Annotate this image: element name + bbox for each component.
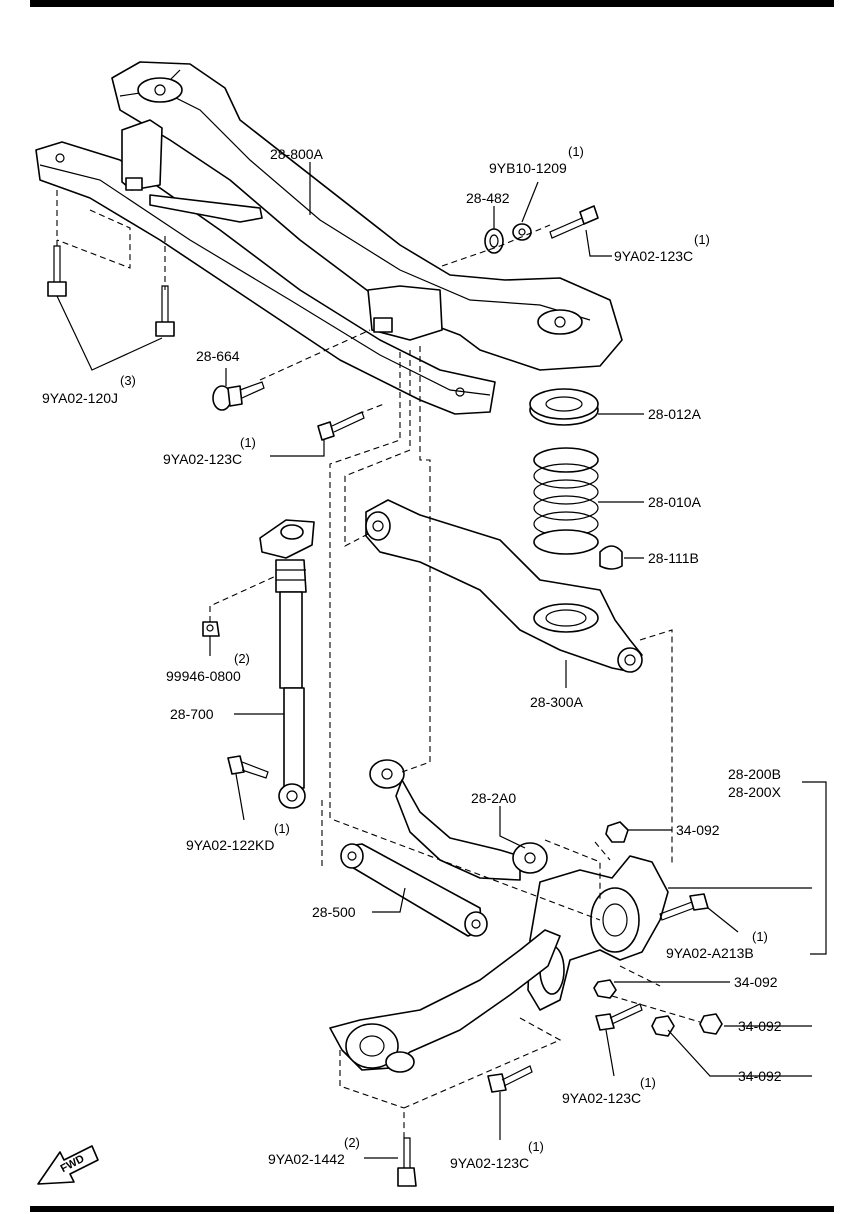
label-coil-spring: 28-010A — [648, 494, 701, 510]
bottom-border — [30, 1206, 834, 1212]
label-nut-34092-b: 34-092 — [734, 974, 778, 990]
label-bump-stop: 28-111B — [648, 550, 699, 566]
label-nut-34092-c: 34-092 — [738, 1018, 782, 1034]
qty-nut-top: (1) — [568, 144, 584, 159]
washer — [484, 228, 504, 254]
label-bolt-bottom-left: 9YA02-1442 — [268, 1151, 345, 1167]
label-shock-nut: 99946-0800 — [166, 668, 241, 684]
label-bolt-mid: 9YA02-123C — [163, 451, 243, 467]
qty-bolt-top-right: (1) — [694, 232, 710, 247]
leader-lines — [56, 162, 827, 1159]
fwd-arrow-icon — [37, 1145, 99, 1185]
coil-spring — [533, 447, 599, 555]
shock-absorber — [259, 519, 315, 809]
bump-stop — [599, 545, 623, 570]
label-lower-arm: 28-300A — [530, 694, 583, 710]
label-nut-34092-d: 34-092 — [738, 1068, 782, 1084]
bolt-top-right — [549, 205, 599, 239]
lateral-link — [340, 843, 488, 937]
label-bolt-top-right: 9YA02-123C — [614, 248, 694, 264]
label-lateral-link: 28-500 — [312, 904, 356, 920]
qty-shock-bolt: (1) — [274, 821, 290, 836]
upper-arm — [369, 759, 548, 881]
fasteners — [47, 205, 723, 1187]
label-bolt-lower-right: 9YA02-123C — [562, 1090, 642, 1106]
qty-shock-nut: (2) — [234, 651, 250, 666]
label-bolt-bottom-mid: 9YA02-123C — [450, 1155, 530, 1171]
crossmember — [35, 61, 623, 415]
nut-top — [512, 223, 532, 241]
qty-bolt-mid: (1) — [240, 435, 256, 450]
qty-knuckle-bolt: (1) — [752, 929, 768, 944]
top-border — [30, 0, 834, 7]
qty-bolt-bottom-mid: (1) — [528, 1139, 544, 1154]
label-crossmember: 28-800A — [270, 146, 323, 162]
alignment-lines — [56, 190, 701, 1138]
shock-bolt — [227, 755, 269, 779]
bolt-left-upper — [47, 245, 67, 297]
qty-bolt-bottom-left: (2) — [344, 1135, 360, 1150]
bolt-bottom-left — [397, 1137, 417, 1187]
trailing-arm — [329, 929, 561, 1073]
label-knuckle-b: 28-200X — [728, 784, 781, 800]
label-spring-seat: 28-012A — [648, 406, 701, 422]
knuckle-bolt — [659, 893, 709, 921]
bolt-bottom-mid — [487, 1065, 533, 1093]
nut-34092-a — [605, 821, 629, 843]
qty-bolt-left-pair: (3) — [120, 373, 136, 388]
nut-34092-b — [593, 979, 617, 999]
lower-arm — [365, 499, 643, 673]
qty-bolt-lower-right: (1) — [640, 1075, 656, 1090]
bolt-mid — [317, 411, 365, 441]
label-knuckle-a: 28-200B — [728, 766, 781, 782]
spring-seat — [529, 388, 599, 426]
label-knuckle-bolt: 9YA02-A213B — [666, 945, 754, 961]
label-upper-arm: 28-2A0 — [471, 790, 517, 806]
label-washer: 28-482 — [466, 190, 510, 206]
adjust-bolt — [212, 381, 265, 411]
label-shock-absorber: 28-700 — [170, 706, 214, 722]
bolt-lower-right — [595, 1003, 643, 1031]
label-shock-bolt: 9YA02-122KD — [186, 837, 275, 853]
label-adjust-bolt: 28-664 — [196, 348, 240, 364]
label-bolt-left-pair: 9YA02-120J — [42, 390, 119, 406]
bolt-left-lower — [155, 285, 175, 337]
shock-nut — [202, 621, 220, 637]
nut-34092-c — [699, 1013, 723, 1035]
label-nut-top: 9YB10-1209 — [489, 160, 567, 176]
label-nut-34092-a: 34-092 — [676, 822, 720, 838]
